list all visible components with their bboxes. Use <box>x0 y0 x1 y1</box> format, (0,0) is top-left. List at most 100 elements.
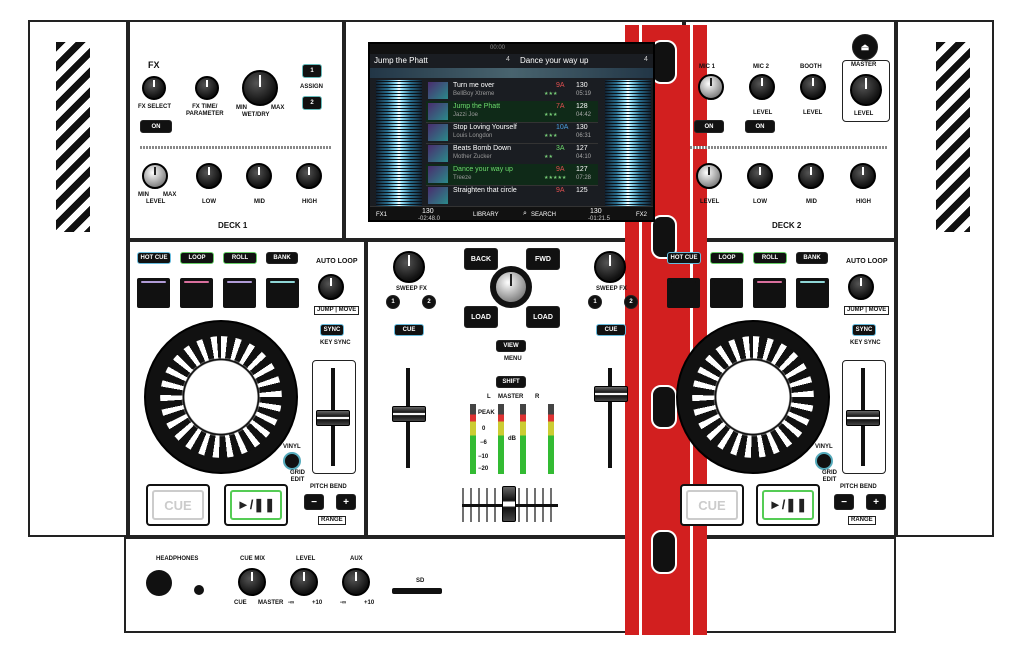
wetdry-knob[interactable] <box>242 70 278 106</box>
deck1-cue-headphone[interactable]: CUE <box>394 324 424 336</box>
deck1-level-label: LEVEL <box>146 199 166 205</box>
bug-decal <box>651 530 677 574</box>
deck2-jog-wheel[interactable] <box>676 320 830 474</box>
phones-level-max: +10 <box>312 600 323 606</box>
deck1-loop-mode[interactable]: LOOP <box>180 252 214 264</box>
deck1-pad-2[interactable] <box>180 278 213 308</box>
aux-knob[interactable] <box>342 568 370 596</box>
crossfader[interactable] <box>502 486 516 522</box>
assign-label: ASSIGN <box>300 84 324 90</box>
cue-mix-knob[interactable] <box>238 568 266 596</box>
deck1-sweep-fx-knob[interactable] <box>393 251 425 283</box>
deck2-cue-button[interactable]: CUE <box>680 484 744 526</box>
deck2-hotcue-mode[interactable]: HOT CUE <box>667 252 701 264</box>
deck1-pad-3[interactable] <box>223 278 256 308</box>
deck1-low-knob[interactable] <box>196 163 222 189</box>
mic1-knob[interactable] <box>698 74 724 100</box>
deck2-sync-button[interactable]: SYNC <box>852 324 876 336</box>
fwd-button[interactable]: FWD <box>526 248 560 270</box>
deck2-pitch-fader[interactable] <box>846 410 880 426</box>
fx-on-button[interactable]: ON <box>140 120 172 133</box>
deck2-auto-loop-knob[interactable] <box>848 274 874 300</box>
deck2-cue-headphone[interactable]: CUE <box>596 324 626 336</box>
deck1-level-knob[interactable] <box>142 163 168 189</box>
fx-time-knob[interactable] <box>195 76 219 100</box>
deck1-sync-button[interactable]: SYNC <box>320 324 344 336</box>
assign-2-button[interactable]: 2 <box>302 96 322 110</box>
search-tab[interactable]: SEARCH <box>531 212 557 218</box>
deck1-sweep-1[interactable]: 1 <box>386 295 400 309</box>
deck1-roll-mode[interactable]: ROLL <box>223 252 257 264</box>
deck1-sweep-2[interactable]: 2 <box>422 295 436 309</box>
deck1-high-knob[interactable] <box>296 163 322 189</box>
deck1-cue-button[interactable]: CUE <box>146 484 210 526</box>
cue-mix-cue: CUE <box>234 600 247 606</box>
back-button[interactable]: BACK <box>464 248 498 270</box>
track-bpm: 127 <box>576 145 588 152</box>
view-button[interactable]: VIEW <box>496 340 526 352</box>
shift-button[interactable]: SHIFT <box>496 376 526 388</box>
phones-level-knob[interactable] <box>290 568 318 596</box>
deck1-bank-mode[interactable]: BANK <box>266 252 298 264</box>
deck2-pad-1[interactable] <box>667 278 700 308</box>
deck1-cue-label: CUE <box>152 490 204 520</box>
mic1-on-button[interactable]: ON <box>694 120 724 133</box>
deck1-waveform <box>376 80 422 208</box>
assign-1-button[interactable]: 1 <box>302 64 322 78</box>
deck2-sweep-fx-knob[interactable] <box>594 251 626 283</box>
deck2-low-knob[interactable] <box>747 163 773 189</box>
deck1-hotcue-mode[interactable]: HOT CUE <box>137 252 171 264</box>
deck1-pitch-plus[interactable]: + <box>336 494 356 510</box>
deck1-pitch-fader[interactable] <box>316 410 350 426</box>
deck1-pad-4[interactable] <box>266 278 299 308</box>
mic2-on-button[interactable]: ON <box>745 120 775 133</box>
mic2-knob[interactable] <box>749 74 775 100</box>
fx2-label[interactable]: FX2 <box>636 212 648 218</box>
master-knob[interactable] <box>850 74 882 106</box>
eject-button[interactable]: ⏏ <box>852 34 878 60</box>
headphones-jack-large[interactable] <box>146 570 172 596</box>
deck2-play-button[interactable]: ►/❚❚ <box>756 484 820 526</box>
deck2-bank-mode[interactable]: BANK <box>796 252 828 264</box>
deck2-high-knob[interactable] <box>850 163 876 189</box>
load-right-button[interactable]: LOAD <box>526 306 560 328</box>
track-rating: ★★★ <box>544 112 558 118</box>
deck2-roll-mode[interactable]: ROLL <box>753 252 787 264</box>
booth-knob[interactable] <box>800 74 826 100</box>
fx-select-knob[interactable] <box>142 76 166 100</box>
deck1-pitch-minus[interactable]: − <box>304 494 324 510</box>
deck1-vinyl-button[interactable] <box>283 452 301 470</box>
deck2-pad-2[interactable] <box>710 278 743 308</box>
sd-card-slot[interactable] <box>392 588 442 594</box>
album-art <box>428 166 448 183</box>
deck1-play-button[interactable]: ►/❚❚ <box>224 484 288 526</box>
deck1-pad-1[interactable] <box>137 278 170 308</box>
deck2-pitch-plus[interactable]: + <box>866 494 886 510</box>
aux-min: -∞ <box>340 600 347 606</box>
library-tab[interactable]: LIBRARY <box>473 212 499 218</box>
fx1-label[interactable]: FX1 <box>376 212 388 218</box>
deck2-loop-mode[interactable]: LOOP <box>710 252 744 264</box>
deck2-pad-3[interactable] <box>753 278 786 308</box>
headphones-jack-small[interactable] <box>194 585 204 595</box>
deck2-pitch-minus[interactable]: − <box>834 494 854 510</box>
browse-knob[interactable] <box>490 266 532 308</box>
deck2-sweep-1[interactable]: 1 <box>588 295 602 309</box>
deck2-mid-knob[interactable] <box>798 163 824 189</box>
deck2-sweep-2[interactable]: 2 <box>624 295 638 309</box>
deck1-auto-loop-knob[interactable] <box>318 274 344 300</box>
deck2-pad-4[interactable] <box>796 278 829 308</box>
deck1-channel-fader[interactable] <box>392 406 426 422</box>
load-left-button[interactable]: LOAD <box>464 306 498 328</box>
deck2-level-knob[interactable] <box>696 163 722 189</box>
deck2-channel-fader[interactable] <box>594 386 628 402</box>
deck2-vinyl-button[interactable] <box>815 452 833 470</box>
deck1-jog-wheel[interactable] <box>144 320 298 474</box>
deck1-mid-knob[interactable] <box>246 163 272 189</box>
